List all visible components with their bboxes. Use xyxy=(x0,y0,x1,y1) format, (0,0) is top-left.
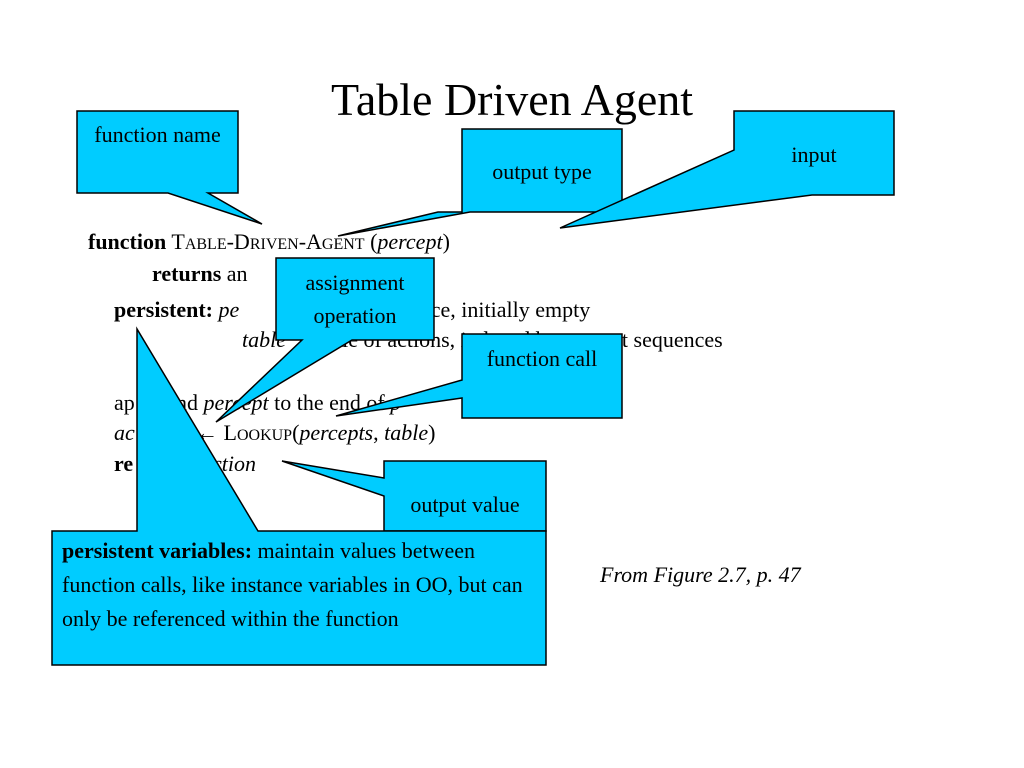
code-line-5: ap xyxy=(114,390,135,416)
code-line-2: returns an xyxy=(152,261,248,287)
callout-output-type: output type xyxy=(492,159,592,184)
callout-function-name-shape xyxy=(76,110,263,225)
returns-type: an xyxy=(226,261,248,286)
callout-output-value: output value xyxy=(410,492,520,517)
function-keyword: function xyxy=(88,229,167,254)
lookup-arg-table: table xyxy=(384,420,429,445)
persistent-variables-note: persistent variables: maintain values be… xyxy=(62,534,542,636)
figure-caption: From Figure 2.7, p. 47 xyxy=(600,562,801,587)
note-body: maintain values between function calls, … xyxy=(62,538,523,631)
callout-input: input xyxy=(791,142,837,167)
callout-note-shape xyxy=(51,326,547,666)
code-line-3-rest: ence, initially empty xyxy=(410,297,591,322)
code-line-6: ac xyxy=(114,420,135,446)
callout-output-type-shape xyxy=(337,128,623,237)
function-name: TABLE-DRIVEN-AGENT xyxy=(171,229,365,254)
code-line-1: function TABLE-DRIVEN-AGENT (percept) xyxy=(88,229,450,258)
persistent-keyword: persistent: xyxy=(114,297,213,322)
callout-function-call-shape xyxy=(335,333,623,419)
callout-assignment-shape xyxy=(215,257,435,423)
callout-function-name: function name xyxy=(94,122,221,147)
append-fragment: ap xyxy=(114,390,135,415)
param-close: ) xyxy=(442,229,450,254)
slide-title: Table Driven Agent xyxy=(330,74,694,125)
code-line-7: re xyxy=(114,451,133,477)
lookup-arg-percepts: percepts xyxy=(299,420,374,445)
callout-assignment: assignment operation xyxy=(305,270,405,328)
code-line-6-rest: ← LOOKUP(percepts, table) xyxy=(196,420,436,445)
param-percept: percept xyxy=(377,229,443,254)
code-line-3: persistent: pe xyxy=(114,297,239,323)
callout-function-call: function call xyxy=(486,346,598,371)
param-open: ( xyxy=(370,229,378,254)
callout-input-shape xyxy=(559,110,895,229)
returns-keyword: returns xyxy=(152,261,222,286)
lookup-fn: LOOKUP xyxy=(223,420,293,445)
percepts-var: pe xyxy=(218,297,240,322)
note-heading: persistent variables: xyxy=(62,538,253,563)
callout-output-value-shape xyxy=(281,460,547,532)
return-keyword: re xyxy=(114,451,134,476)
action-var: ac xyxy=(114,420,135,445)
